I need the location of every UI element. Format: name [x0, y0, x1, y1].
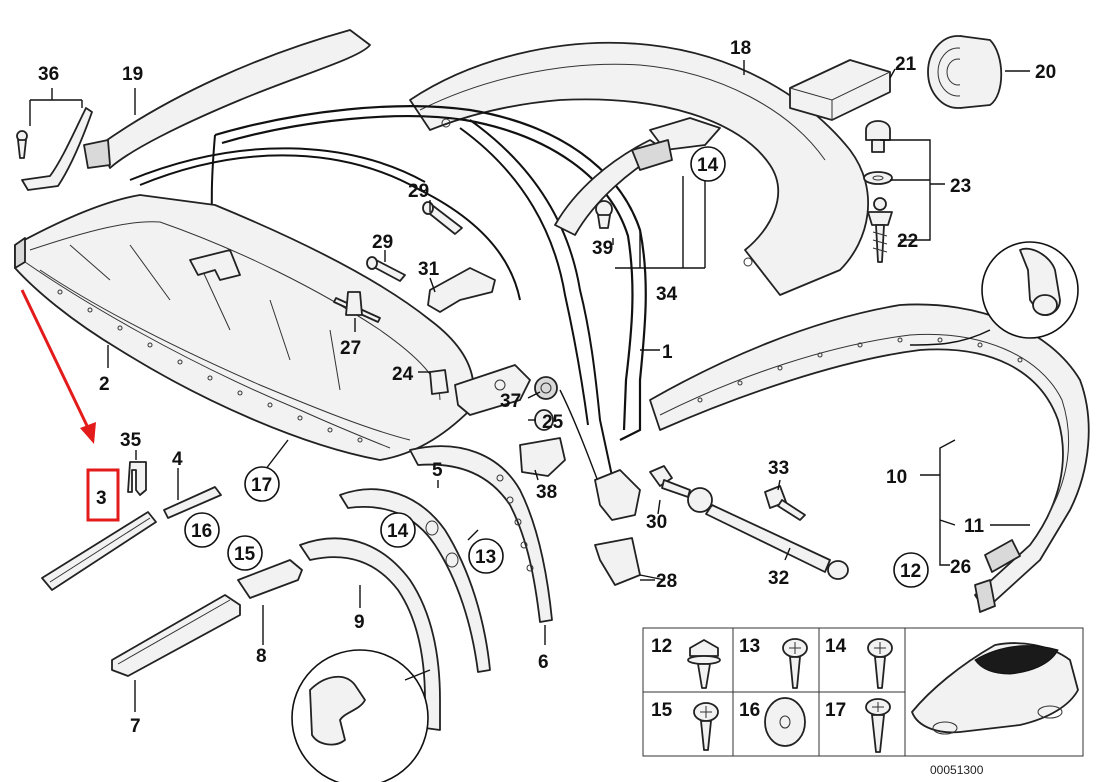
label-6: 6: [538, 652, 549, 673]
label-24: 24: [392, 364, 414, 385]
part-labels: 36 19 18 21 20 23 22 29 29 31 27 24 37 2…: [38, 38, 1056, 737]
label-39: 39: [592, 238, 613, 259]
label-7: 7: [130, 716, 141, 737]
label-28: 28: [656, 571, 677, 592]
label-5: 5: [432, 460, 443, 481]
label-18: 18: [730, 38, 751, 59]
part-8-strip: [237, 559, 303, 599]
label-9: 9: [354, 612, 365, 633]
label-29-b: 29: [372, 232, 393, 253]
label-1: 1: [662, 342, 673, 363]
detail-circle-seal: [909, 241, 1079, 346]
part-18-rear-bow: [409, 41, 870, 296]
part-7-strip: [111, 594, 241, 677]
part-19-strap: [83, 29, 371, 169]
washer-icon-16: [764, 697, 806, 747]
label-31: 31: [418, 259, 440, 280]
label-11: 11: [964, 516, 985, 537]
label-15: 15: [234, 544, 256, 565]
legend-14: 14: [825, 636, 847, 657]
part-4-strip: [163, 486, 222, 519]
catalog-number: 00051300: [930, 763, 984, 777]
part-34-strap: [554, 117, 721, 236]
part-33-bolt: [764, 485, 806, 521]
label-27: 27: [340, 338, 361, 359]
part-6-arch: [409, 445, 553, 623]
label-26: 26: [950, 557, 971, 578]
label-19: 19: [122, 64, 143, 85]
label-14-mid: 14: [387, 521, 409, 542]
label-35: 35: [120, 430, 142, 451]
part-35-clip: [127, 461, 147, 496]
detail-circle-profile: [291, 649, 431, 782]
label-16: 16: [191, 521, 212, 542]
label-4: 4: [172, 449, 183, 470]
label-36: 36: [38, 64, 59, 85]
label-32: 32: [768, 568, 789, 589]
part-28-plate: [594, 537, 641, 586]
part-24-clip: [429, 369, 449, 395]
car-silhouette-icon: [911, 642, 1079, 735]
part-5-arch: [339, 488, 491, 673]
label-10: 10: [886, 467, 907, 488]
highlight-annotation: 3: [20, 289, 120, 522]
part-22-23-fasteners: [863, 120, 893, 263]
part-37-bushing: [534, 376, 558, 400]
part-36-bracket: [16, 107, 93, 191]
label-30: 30: [646, 512, 667, 533]
label-22: 22: [897, 231, 918, 252]
part-3-seal-strip: [41, 511, 157, 591]
part-38-bracket: [519, 437, 566, 477]
label-17: 17: [251, 475, 272, 496]
label-14-top: 14: [697, 155, 719, 176]
label-23: 23: [950, 176, 971, 197]
label-38: 38: [536, 482, 557, 503]
legend-16: 16: [739, 700, 760, 721]
label-12: 12: [900, 561, 921, 582]
label-2: 2: [99, 374, 110, 395]
legend-13: 13: [739, 636, 760, 657]
label-20: 20: [1035, 62, 1056, 83]
hardware-legend: 12 13 14 15 16 17: [642, 627, 1084, 757]
label-25: 25: [542, 412, 564, 433]
screw-icon-14: [867, 638, 893, 689]
label-13: 13: [475, 547, 496, 568]
legend-17: 17: [825, 700, 846, 721]
label-29-a: 29: [408, 181, 429, 202]
part-20-roll: [927, 35, 1003, 109]
legend-12: 12: [651, 636, 672, 657]
label-34: 34: [656, 284, 678, 305]
screw-icon-13: [782, 638, 808, 689]
screw-icon-12: [687, 639, 721, 689]
screw-icon-17: [865, 698, 891, 753]
label-37: 37: [500, 391, 521, 412]
circled-labels: 14 17 16 15 14 13 12: [184, 146, 929, 588]
part-32-strut: [687, 487, 849, 580]
part-27-stud: [333, 291, 381, 323]
part-10-side-rail: [649, 303, 1090, 613]
label-33: 33: [768, 458, 789, 479]
part-39-screw: [595, 200, 613, 229]
leader-lines: [29, 60, 1030, 712]
hinge-assembly: [454, 364, 641, 521]
part-9-arch: [299, 537, 441, 731]
part-31-bracket: [427, 267, 496, 313]
legend-15: 15: [651, 700, 673, 721]
label-3: 3: [96, 488, 107, 509]
part-30-bolt: [649, 465, 691, 498]
part-21-pad: [789, 59, 891, 121]
screw-icon-15: [693, 702, 719, 751]
label-21: 21: [895, 54, 917, 75]
label-8: 8: [256, 646, 267, 667]
